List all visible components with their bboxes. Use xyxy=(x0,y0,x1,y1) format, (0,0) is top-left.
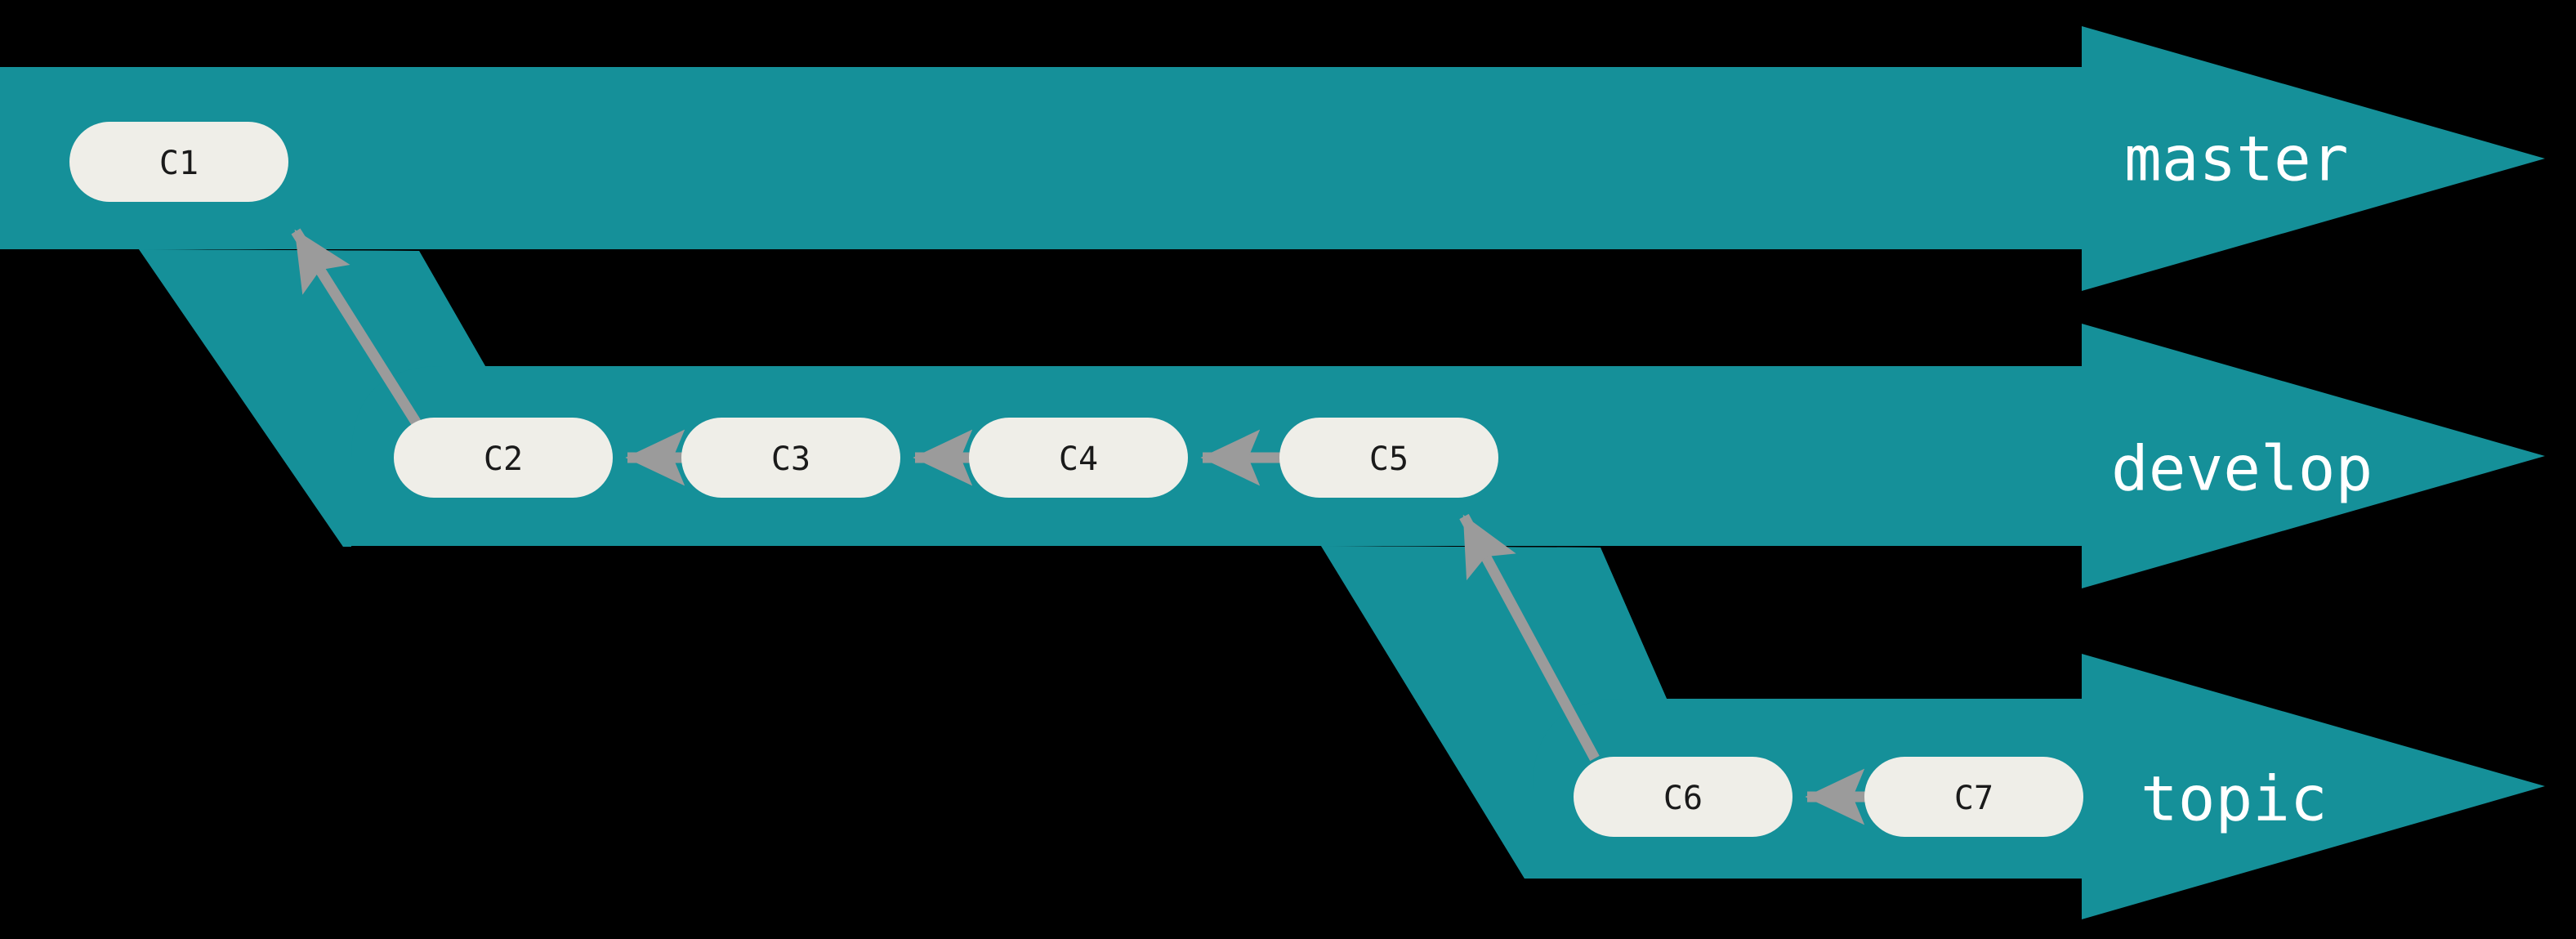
commit-label: C6 xyxy=(1663,780,1703,817)
edge-c6-to-c5 xyxy=(1459,513,1600,762)
commit-node-shape xyxy=(394,418,613,498)
commit-node-shape xyxy=(69,122,288,202)
commit-node-shape xyxy=(681,418,900,498)
commit-label: C7 xyxy=(1954,780,1993,817)
commit-label: C1 xyxy=(159,145,199,182)
commit-node-c4[interactable]: C4 xyxy=(969,418,1188,498)
band-develop-arrowhead xyxy=(2082,324,2545,588)
band-topic-elbow xyxy=(1321,546,1667,879)
commit-node-shape xyxy=(1279,418,1498,498)
band-topic-arrowhead xyxy=(2082,654,2545,919)
commit-node-shape xyxy=(1574,757,1792,837)
commit-node-c7[interactable]: C7 xyxy=(1864,757,2083,837)
commit-node-c3[interactable]: C3 xyxy=(681,418,900,498)
band-develop-elbow xyxy=(139,249,485,547)
commit-label: C2 xyxy=(484,440,523,478)
band-master-bar xyxy=(0,67,2082,249)
commit-label: C4 xyxy=(1059,440,1098,478)
commit-node-shape xyxy=(1864,757,2083,837)
commit-node-c6[interactable]: C6 xyxy=(1574,757,1792,837)
branch-labels: master develop topic xyxy=(2111,123,2373,835)
edge-c2-to-c1 xyxy=(291,228,422,427)
commit-node-c1[interactable]: C1 xyxy=(69,122,288,202)
commit-node-shape xyxy=(969,418,1188,498)
commit-node-c2[interactable]: C2 xyxy=(394,418,613,498)
commit-label: C5 xyxy=(1369,440,1409,478)
branch-label-master[interactable]: master xyxy=(2124,123,2349,195)
branch-label-develop[interactable]: develop xyxy=(2111,432,2373,505)
commit-label: C3 xyxy=(771,440,810,478)
commit-node-c5[interactable]: C5 xyxy=(1279,418,1498,498)
commit-edges xyxy=(291,228,1869,825)
band-master-arrowhead xyxy=(2082,26,2545,291)
commit-nodes: C1 C2 C3 C4 C5 C6 xyxy=(69,122,2083,837)
branch-label-topic[interactable]: topic xyxy=(2141,762,2328,835)
